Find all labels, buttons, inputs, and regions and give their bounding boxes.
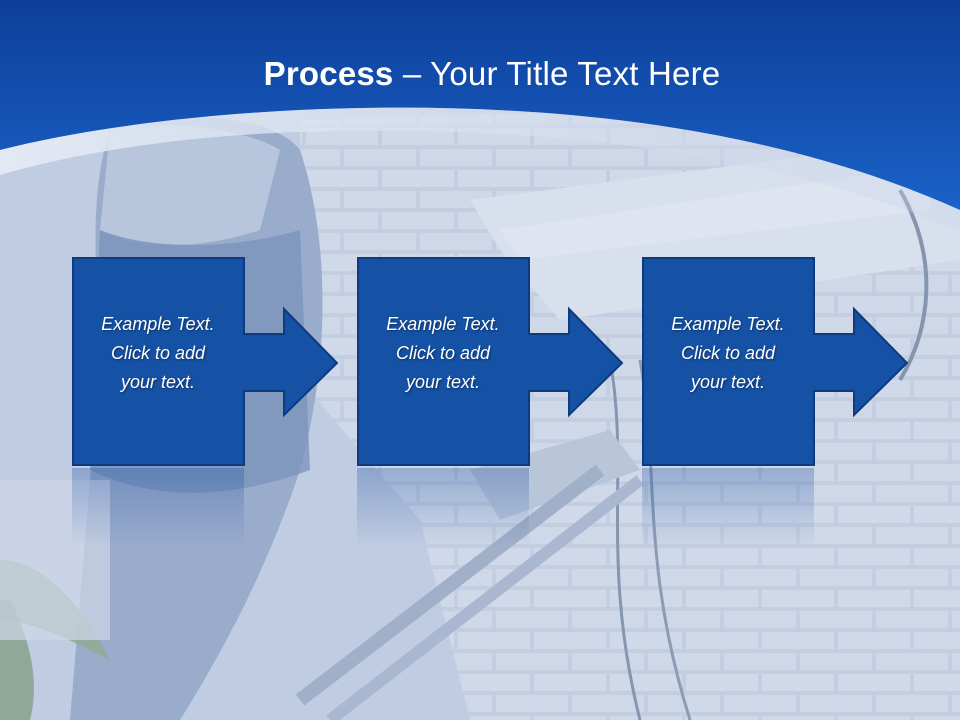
process-step-text-1: Example Text. Click to add your text. (101, 314, 215, 392)
process-arrow-2 (357, 257, 624, 466)
slide-title[interactable]: Process – Your Title Text Here (0, 52, 960, 96)
process-step-text-3: Example Text. Click to add your text. (671, 314, 785, 392)
step-reflection-1 (72, 468, 244, 548)
step-reflection-2 (357, 468, 529, 548)
title-bold: Process (263, 55, 394, 92)
process-step-2[interactable]: Example Text. Click to add your text. (357, 257, 960, 467)
process-step-1[interactable]: Example Text. Click to add your text. (72, 257, 932, 467)
process-step-3[interactable]: Example Text. Click to add your text. (642, 257, 960, 467)
step-reflection-3 (642, 468, 814, 548)
header-band (0, 0, 960, 232)
process-arrow-3 (642, 257, 909, 466)
process-step-text-2: Example Text. Click to add your text. (386, 314, 500, 392)
process-arrow-1 (72, 257, 339, 466)
title-rest: – Your Title Text Here (393, 55, 721, 92)
